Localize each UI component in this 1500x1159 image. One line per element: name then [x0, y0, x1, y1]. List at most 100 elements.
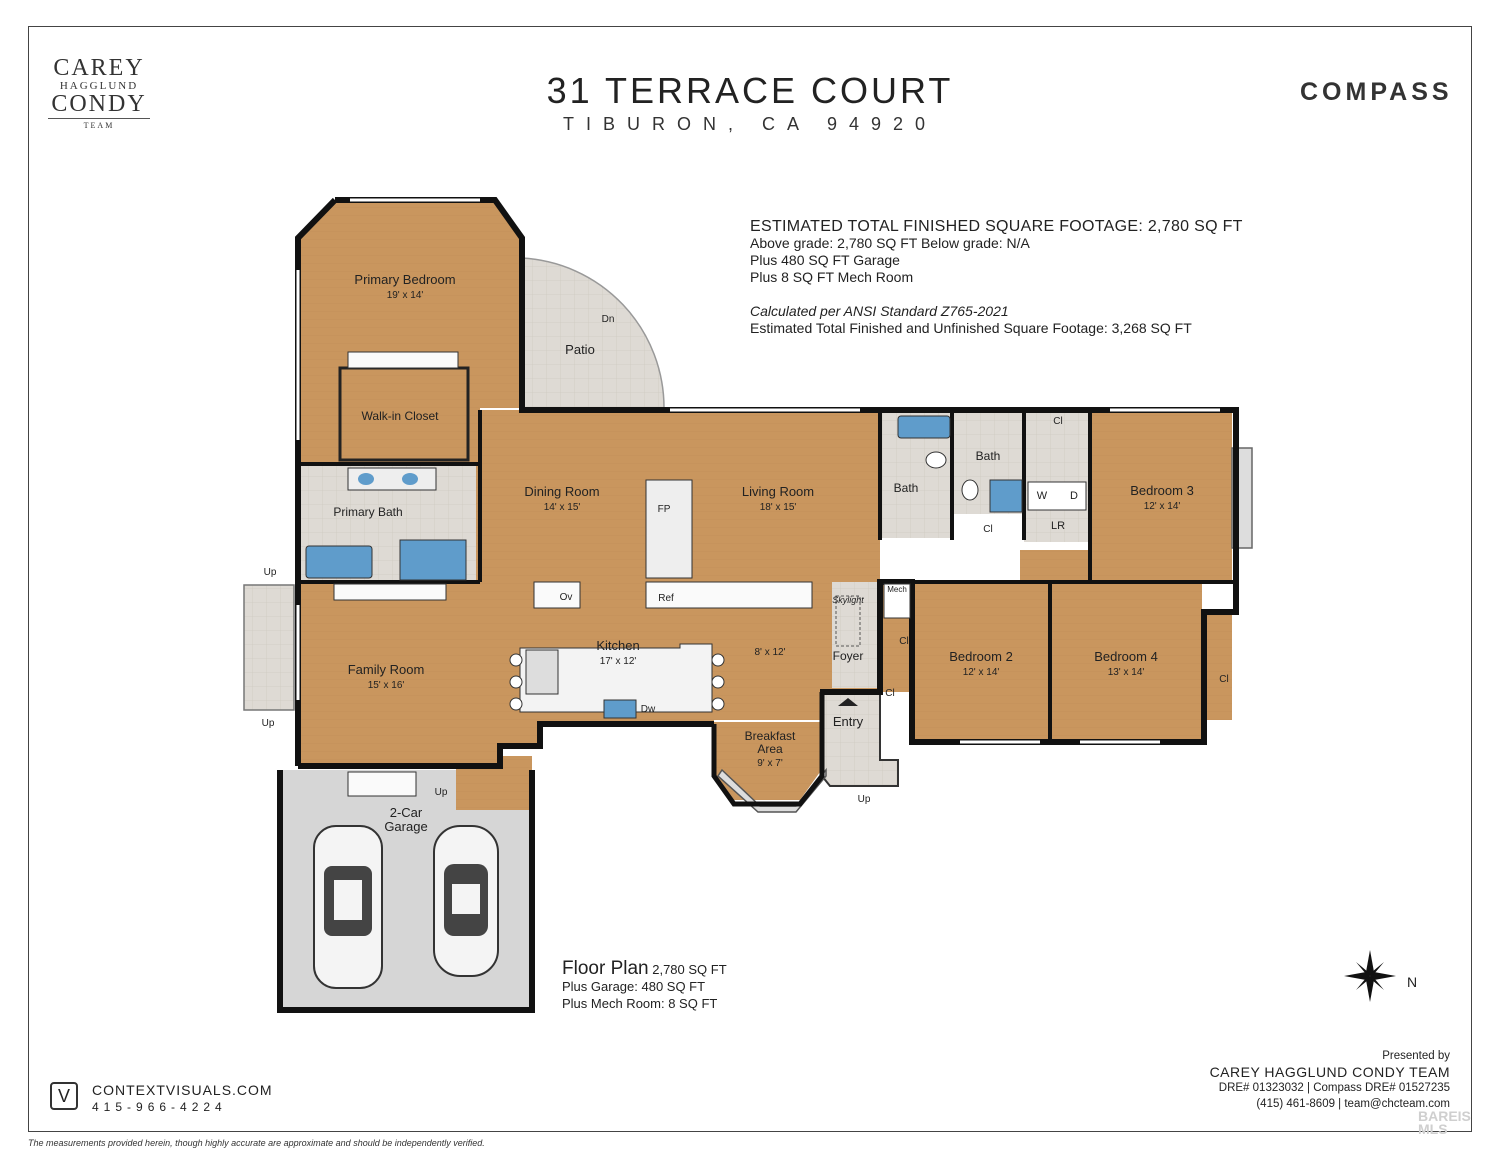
entry-floor: [821, 689, 899, 787]
label-fp: FP: [658, 504, 671, 515]
kitchen-sink: [603, 699, 637, 719]
label-up: Up: [858, 794, 871, 805]
wall-breakfast: [711, 692, 825, 807]
label-dn: Dn: [602, 314, 615, 325]
bareis-mls-watermark: BAREIS MLS: [1418, 1108, 1471, 1137]
contextvisuals-phone: 415-966-4224: [92, 1100, 227, 1114]
cars: [313, 825, 499, 989]
label-closet: Cl: [1053, 416, 1062, 427]
label-primary-bedroom: Primary Bedroom: [354, 272, 455, 287]
size-bedroom4: 13' x 14': [1108, 667, 1145, 678]
logo-line2: HAGGLUND: [59, 80, 139, 92]
label-up: Up: [264, 567, 277, 578]
label-bath1: Bath: [894, 481, 919, 495]
logo-line1: CAREY: [53, 55, 145, 81]
label-garage-1: 2-Car: [390, 805, 423, 820]
label-skylight: Skylight: [832, 595, 864, 605]
breakfast-floor: [714, 722, 820, 800]
stool-icon: [711, 697, 725, 711]
deck-left: [243, 584, 295, 711]
stool-icon: [509, 675, 523, 689]
label-kitchen: Kitchen: [596, 638, 639, 653]
bath2-shower: [989, 479, 1023, 513]
label-foyer: Foyer: [833, 649, 864, 663]
contextvisuals-site: CONTEXTVISUALS.COM: [92, 1082, 273, 1098]
page-frame: [28, 26, 1472, 1132]
info-total: Estimated Total Finished and Unfinished …: [750, 320, 1192, 336]
contextvisuals-logo-icon: V: [50, 1082, 78, 1110]
bedroom4-floor: [1050, 582, 1202, 740]
windows: [296, 198, 1220, 744]
label-washer: W: [1037, 490, 1048, 502]
primary-vanity: [347, 467, 437, 491]
label-up: Up: [262, 718, 275, 729]
label-family-room: Family Room: [348, 662, 425, 677]
label-primary-bath: Primary Bath: [333, 505, 402, 519]
legend-area: 2,780 SQ FT: [652, 962, 727, 977]
carey-hagglund-condy-logo: CAREY HAGGLUND CONDY TEAM: [48, 56, 150, 131]
bedroom3-floor: [1090, 412, 1232, 580]
label-closet: Cl: [899, 636, 908, 647]
walkin-closet-floor: [338, 366, 470, 462]
washer-dryer: [1027, 481, 1087, 511]
label-oven: Ov: [560, 592, 573, 603]
presented-dre: DRE# 01323032 | Compass DRE# 01527235: [1218, 1082, 1450, 1094]
label-dining-room: Dining Room: [524, 484, 599, 499]
label-laundry: LR: [1051, 520, 1065, 532]
presented-by: Presented by CAREY HAGGLUND CONDY TEAM D…: [1210, 1048, 1450, 1112]
primary-shower: [399, 539, 467, 581]
label-patio: Patio: [565, 342, 595, 357]
bedroom2-floor: [912, 582, 1050, 740]
label-bath2: Bath: [976, 449, 1001, 463]
label-living-room: Living Room: [742, 484, 814, 499]
legend-mech: Plus Mech Room: 8 SQ FT: [562, 996, 718, 1011]
stool-icon: [711, 675, 725, 689]
car-roof: [334, 880, 362, 920]
wall-north: [335, 197, 1239, 582]
stool-icon: [509, 653, 523, 667]
oven: [533, 581, 581, 609]
info-heading: ESTIMATED TOTAL FINISHED SQUARE FOOTAGE:…: [750, 218, 1243, 235]
size-breakfast: 9' x 7': [757, 758, 783, 769]
kitchen-island: [519, 643, 713, 713]
sink-icon: [402, 473, 418, 485]
fireplace: [645, 479, 693, 579]
label-closet: Cl: [885, 688, 894, 699]
cooktop: [525, 649, 559, 695]
info-line3: Plus 8 SQ FT Mech Room: [750, 269, 914, 285]
garage-shelf: [347, 771, 417, 797]
compass-logo: COMPASS: [1300, 78, 1453, 106]
size-bedroom2: 12' x 14': [963, 667, 1000, 678]
property-city: TIBURON, CA 94920: [562, 114, 938, 134]
label-entry: Entry: [833, 714, 864, 729]
label-breakfast-1: Breakfast: [745, 729, 796, 743]
presented-team: CAREY HAGGLUND CONDY TEAM: [1209, 1064, 1450, 1080]
size-dining-room: 14' x 15': [544, 502, 581, 513]
label-walkin-closet: Walk-in Closet: [362, 409, 440, 423]
built-in-cabinet: [333, 583, 447, 601]
patio-floor: [521, 257, 665, 409]
info-standard: Calculated per ANSI Standard Z765-2021: [750, 303, 1009, 319]
label-garage-2: Garage: [384, 819, 427, 834]
bath1-tub: [897, 415, 951, 439]
legend-garage: Plus Garage: 480 SQ FT: [562, 979, 706, 994]
entry-arrow-icon: [838, 698, 858, 706]
compass-rose-icon: [1344, 950, 1396, 1002]
presented-contact: (415) 461-8609 | team@chcteam.com: [1256, 1098, 1450, 1110]
label-dryer: D: [1070, 490, 1078, 502]
label-breakfast-2: Area: [757, 742, 783, 756]
label-bedroom3: Bedroom 3: [1130, 483, 1194, 498]
size-bedroom3: 12' x 14': [1144, 501, 1181, 512]
wall-garage: [277, 770, 535, 1013]
label-closet: Cl: [983, 524, 992, 535]
label-ref: Ref: [658, 593, 674, 604]
label-up: Up: [435, 787, 448, 798]
fixtures: [305, 351, 1087, 797]
laundry-floor: [1024, 412, 1090, 542]
sink-icon: [358, 473, 374, 485]
wall-south-west: [298, 721, 714, 769]
info-line2: Plus 480 SQ FT Garage: [750, 252, 900, 268]
stool-icon: [711, 653, 725, 667]
stool-icon: [509, 697, 523, 711]
